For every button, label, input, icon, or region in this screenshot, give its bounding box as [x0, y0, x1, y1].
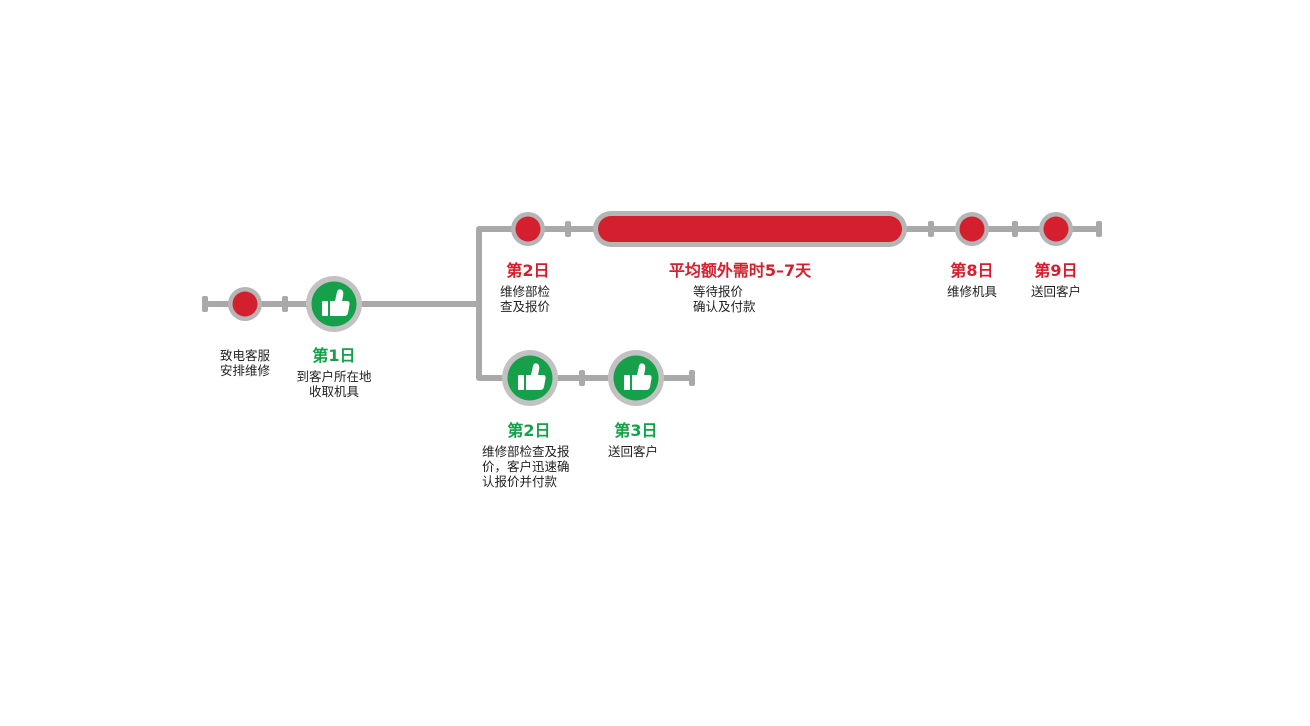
track-ticks [202, 221, 1102, 386]
lower-day2-thumbs-up-node [502, 350, 558, 406]
day1-label: 第1日 到客户所在地 收取机具 [279, 346, 389, 400]
upper-day2-label: 第2日 维修部检 查及报价 [500, 261, 580, 315]
wait-period-desc-line2: 确认及付款 [693, 299, 756, 314]
lower-day2-desc-line1: 维修部检查及报 [482, 444, 570, 459]
lower-day3-thumbs-up-node [608, 350, 664, 406]
wait-period-desc-line1: 等待报价 [693, 284, 744, 299]
upper-day2-node [511, 212, 545, 246]
call-desc-line1: 致电客服 [219, 348, 270, 363]
wait-period-bar [593, 211, 907, 247]
call-label: 致电客服 安排维修 [205, 348, 285, 378]
lower-day3-desc-line1: 送回客户 [608, 444, 659, 459]
lower-day2-desc-line3: 认报价并付款 [482, 474, 558, 489]
call-node [228, 287, 262, 321]
day1-title: 第1日 [312, 346, 356, 365]
upper-day8-node [955, 212, 989, 246]
upper-day2-desc-line2: 查及报价 [500, 299, 551, 314]
upper-day2-title: 第2日 [506, 261, 550, 280]
upper-day9-node [1039, 212, 1073, 246]
track-branch [476, 226, 510, 381]
day1-thumbs-up-node [306, 276, 362, 332]
lower-day3-title: 第3日 [614, 421, 658, 440]
upper-day9-label: 第9日 送回客户 [1016, 261, 1096, 300]
wait-period-label: 平均额外需时5–7天 等待报价 确认及付款 [640, 261, 840, 315]
lower-day2-title: 第2日 [507, 421, 551, 440]
wait-period-title: 平均额外需时5–7天 [668, 261, 812, 280]
day1-desc-line1: 到客户所在地 [296, 369, 372, 384]
call-desc-line2: 安排维修 [219, 363, 270, 378]
upper-day8-title: 第8日 [950, 261, 994, 280]
upper-day9-desc-line1: 送回客户 [1030, 284, 1081, 299]
day1-desc-line2: 收取机具 [308, 384, 359, 399]
upper-day8-label: 第8日 维修机具 [932, 261, 1012, 300]
lower-day2-desc-line2: 价，客户迅速确 [482, 459, 570, 474]
upper-day8-desc-line1: 维修机具 [946, 284, 997, 299]
upper-day9-title: 第9日 [1034, 261, 1078, 280]
upper-day2-desc-line1: 维修部检 [500, 284, 551, 299]
lower-day3-label: 第3日 送回客户 [608, 421, 688, 460]
lower-day2-label: 第2日 维修部检查及报 价，客户迅速确 认报价并付款 [482, 421, 592, 490]
